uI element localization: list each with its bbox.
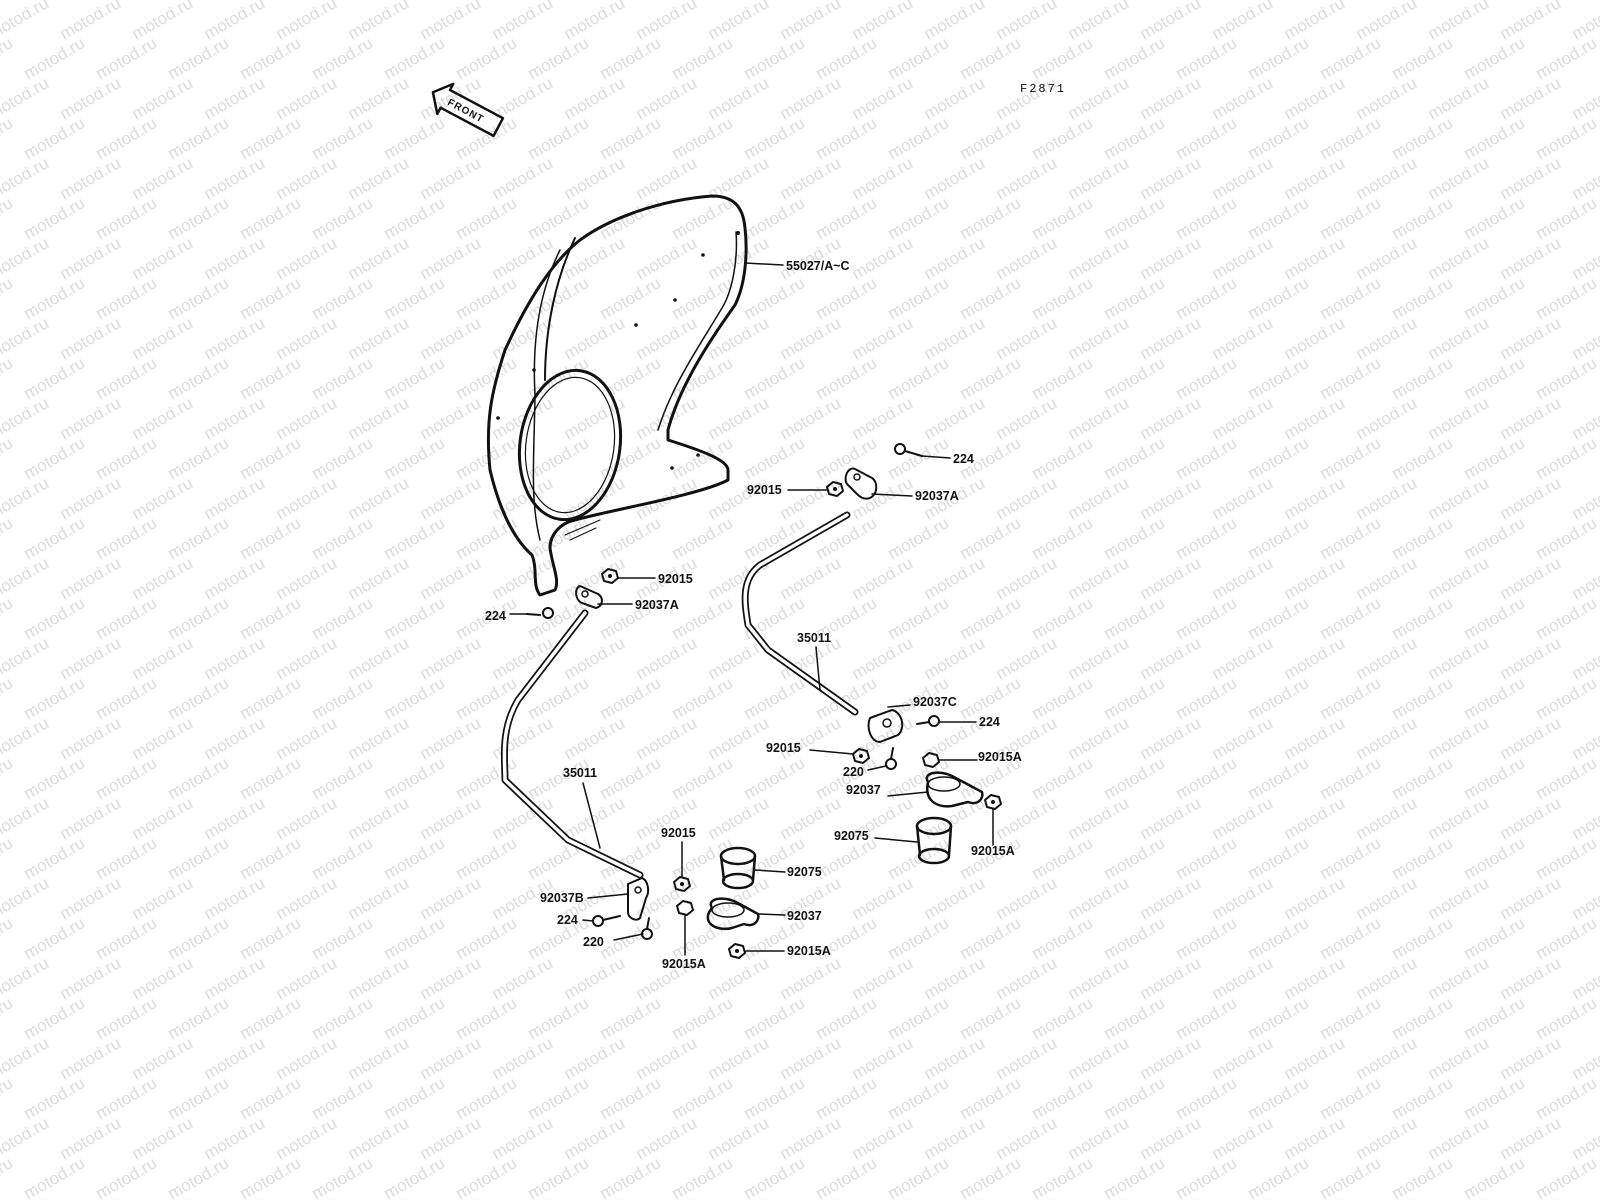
label-nut-left-lower: 92015 [661,826,696,840]
bracket-92037A-right-top [844,467,878,500]
label-screw-right-lower: 220 [843,765,864,779]
nut-92015A-right-2 [984,794,1002,810]
label-rubber-right: 92075 [834,829,869,843]
nut-92015-left-lower [673,876,691,892]
screw-220-right-lower [885,747,897,770]
nut-92015-right-lower [852,748,870,764]
label-rubber-left: 92075 [787,865,822,879]
bracket-92037C-right-lower [867,709,904,743]
label-nut-a-left-2: 92015A [787,944,831,958]
screw-220-left-lower [641,917,653,940]
label-bolt-left-top: 224 [485,609,506,623]
clamp-92037-left [706,897,760,931]
label-bolt-right-lower: 224 [979,715,1000,729]
nut-92015A-left-2 [728,943,746,959]
front-arrow: FRONT [431,82,505,138]
label-nut-right-lower: 92015 [766,741,801,755]
nut-92015-left-top [601,568,619,584]
part-labels: 55027/A~C 224 92015 92037A 92015 92037A … [485,259,1022,971]
nut-92015-right-top [826,481,844,497]
label-clamp-right: 92037 [846,783,881,797]
bolt-224-left-lower [592,915,621,927]
label-bracket-right-lower: 92037C [913,695,957,709]
label-bracket-left-lower: 92037B [540,891,584,905]
label-stay-right: 35011 [797,631,831,645]
label-nut-a-left-1: 92015A [662,957,706,971]
stay-left [500,609,644,879]
label-bolt-right-top: 224 [953,452,974,466]
bolt-224-left-top [526,607,554,619]
bracket-92037B-left-lower [627,877,650,921]
stay-right [741,511,859,716]
bracket-92037A-left-top [575,585,603,609]
clamp-92037-right [925,771,984,808]
label-screw-left-lower: 220 [583,935,604,949]
label-nut-a-right-2: 92015A [971,844,1015,858]
figure-code: F2871 [1020,82,1066,96]
label-nut-right-top: 92015 [747,483,782,497]
label-bolt-left-lower: 224 [557,913,578,927]
bolt-224-right-top [894,443,923,457]
leader-lines [509,262,994,956]
label-nut-a-right-1: 92015A [978,750,1022,764]
nut-92015A-right-1 [922,752,940,768]
label-bracket-right-top: 92037A [915,489,959,503]
rubber-92075-right [915,816,953,865]
label-bracket-left-top: 92037A [635,598,679,612]
label-clamp-left: 92037 [787,909,822,923]
label-stay-left: 35011 [563,766,597,780]
label-windshield: 55027/A~C [786,259,850,273]
bolt-224-right-lower [916,715,940,727]
label-nut-left-top: 92015 [658,572,693,586]
rubber-92075-left [719,846,757,890]
windshield [486,194,748,597]
nut-92015A-left-1 [676,900,694,916]
